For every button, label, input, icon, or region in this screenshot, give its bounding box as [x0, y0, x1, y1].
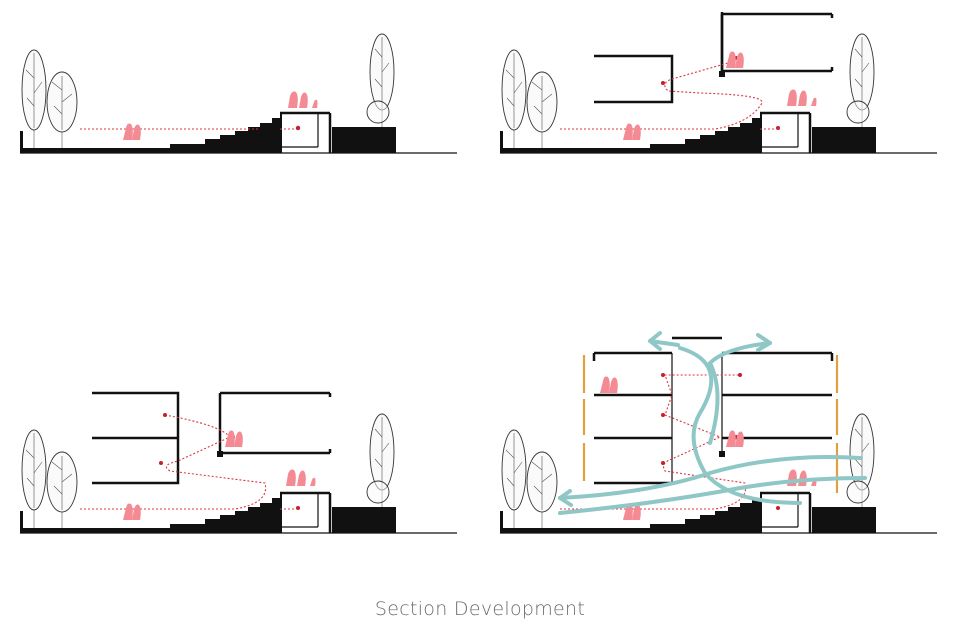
figure-caption: Section Development [374, 598, 586, 620]
section-4 [498, 331, 939, 535]
section-3 [18, 391, 459, 535]
section-1 [18, 33, 459, 155]
section-2 [498, 12, 939, 155]
